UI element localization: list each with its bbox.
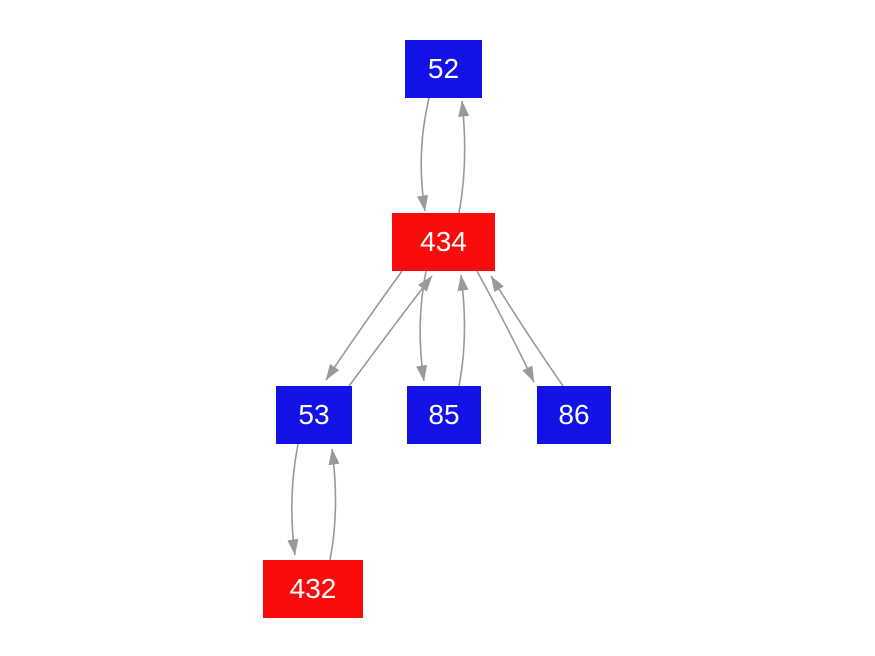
node-432: 432 (263, 560, 363, 618)
edge-85-434 (457, 274, 469, 387)
edge-434-53 (325, 270, 403, 381)
edge-434-85 (416, 270, 428, 382)
edge-434-86 (476, 270, 535, 383)
edge-53-432 (287, 443, 299, 556)
edge-432-53 (328, 448, 340, 561)
node-85: 85 (407, 386, 481, 444)
node-52: 52 (405, 40, 482, 98)
edge-86-434 (490, 275, 564, 387)
node-53: 53 (276, 386, 352, 444)
edge-52-434 (417, 97, 430, 212)
edges-group (287, 97, 564, 561)
edge-434-52 (458, 100, 470, 214)
node-86: 86 (537, 386, 611, 444)
node-434: 434 (392, 213, 495, 271)
